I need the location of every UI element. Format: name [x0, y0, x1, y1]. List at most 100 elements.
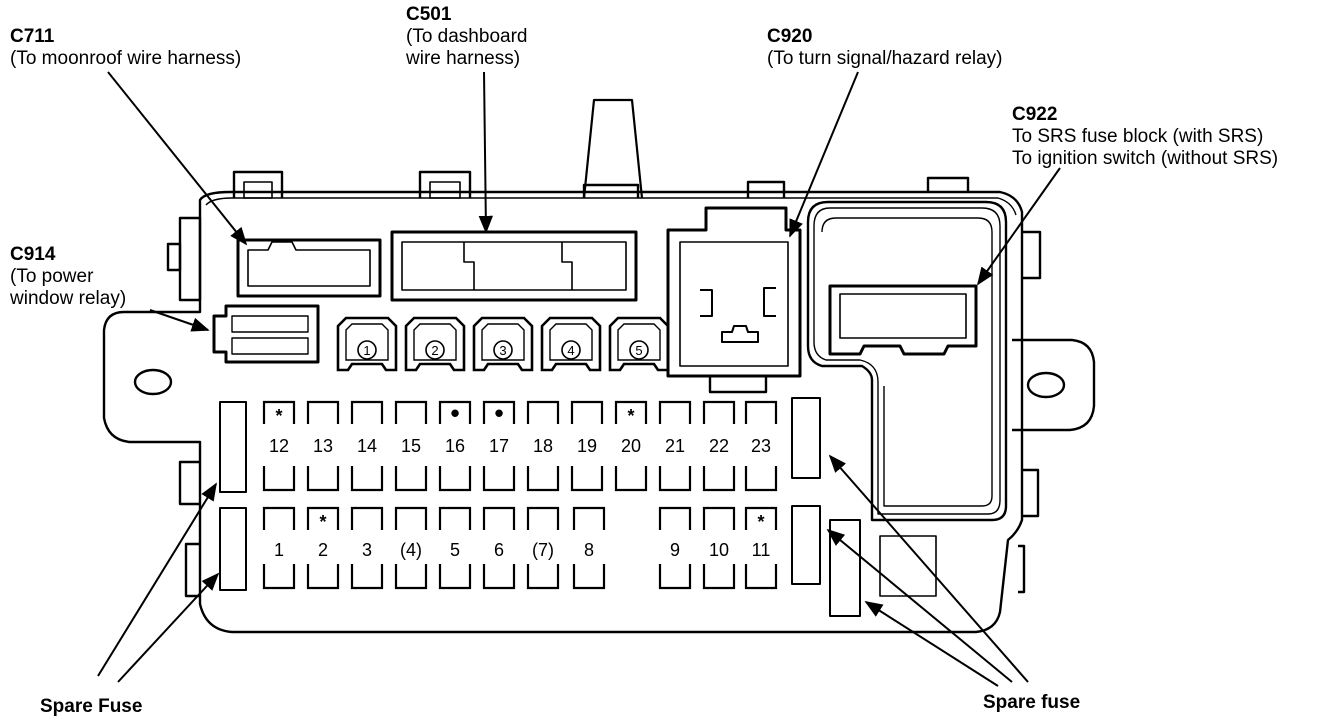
- fuse-slot: 13: [306, 400, 340, 492]
- right-mounting-ear: [1012, 338, 1096, 432]
- fuse-number: 23: [751, 436, 771, 456]
- connector-description: (To turn signal/hazard relay): [767, 48, 1003, 69]
- relay-number-circle: [425, 340, 445, 360]
- fuse-number: 13: [313, 436, 333, 456]
- fuse-slot: 17 •: [482, 398, 516, 492]
- fuse-number: 22: [709, 436, 729, 456]
- fuse-number: 8: [584, 540, 594, 560]
- leader-lines: [97, 71, 1061, 687]
- connector-description: To ignition switch (without SRS): [1012, 148, 1279, 169]
- relay-number-circle: [357, 340, 377, 360]
- fuse-number: 19: [577, 436, 597, 456]
- spare-fuse-slot: [791, 505, 821, 585]
- fuse-slot: 10: [702, 506, 736, 590]
- spare-fuse-slot: [791, 397, 821, 479]
- connector-code: C501: [406, 4, 452, 25]
- spare-fuse-slot: [219, 401, 247, 493]
- relay-socket: 3: [472, 316, 534, 372]
- spare-fuse-slot: [219, 507, 247, 591]
- fuse-slot: (7): [526, 506, 560, 590]
- dot-mark: •: [494, 398, 503, 428]
- fuse-number: 17: [489, 436, 509, 456]
- fuse-slot: 12 *: [262, 400, 296, 492]
- c922-compartment: [806, 200, 1008, 522]
- fuse-box-housing: [102, 190, 1024, 634]
- relay-number: 1: [363, 343, 370, 358]
- connector-code: C920: [767, 26, 813, 47]
- fuse-slot: 18: [526, 400, 560, 492]
- asterisk-mark: *: [275, 406, 282, 426]
- fuse-number: 2: [318, 540, 328, 560]
- relay-number-circle: [561, 340, 581, 360]
- spare-fuse-label-left: Spare Fuse: [40, 696, 143, 717]
- fuse-slot: 6: [482, 506, 516, 590]
- c920-relay-socket: [666, 206, 802, 378]
- fuse-number: (4): [400, 540, 422, 560]
- fuse-slot: 16 •: [438, 398, 472, 492]
- top-mounting-clip: [582, 98, 644, 199]
- callout-c922: C922 To SRS fuse block (with SRS) To ign…: [1012, 104, 1278, 170]
- fuse-number: 5: [450, 540, 460, 560]
- relay-socket: 4: [540, 316, 602, 372]
- connector-description: (To dashboard: [406, 26, 528, 47]
- fuse-slot: 11 *: [744, 506, 778, 590]
- connector-code: C922: [1012, 104, 1058, 125]
- c922-connector: [828, 284, 978, 356]
- callout-c920: C920 (To turn signal/hazard relay): [767, 26, 1003, 70]
- fuse-number: 20: [621, 436, 641, 456]
- fuse-number: (7): [532, 540, 554, 560]
- top-clip: [232, 170, 284, 198]
- relay-number: 5: [635, 343, 642, 358]
- asterisk-mark: *: [319, 512, 326, 532]
- fuse-slot: 20 *: [614, 400, 648, 492]
- fuse-slot: 15: [394, 400, 428, 492]
- fuse-number: 16: [445, 436, 465, 456]
- spare-fuse-slot: [829, 519, 861, 617]
- c711-connector: [236, 238, 382, 298]
- fuse-slot: 22: [702, 400, 736, 492]
- callout-c914: C914 (To power window relay): [10, 244, 126, 310]
- relay-socket: 1: [336, 316, 398, 372]
- callout-c501: C501 (To dashboard wire harness): [406, 4, 527, 70]
- relay-socket: 5: [608, 316, 670, 372]
- fuse-number: 3: [362, 540, 372, 560]
- callout-c711: C711 (To moonroof wire harness): [10, 26, 241, 70]
- fuse-slot: 3: [350, 506, 384, 590]
- relay-sockets: 1 2 3 4 5: [336, 316, 670, 372]
- fuse-number: 15: [401, 436, 421, 456]
- asterisk-mark: *: [757, 512, 764, 532]
- fuse-slot: 9: [658, 506, 692, 590]
- connector-code: C914: [10, 244, 56, 265]
- fuse-number: 11: [752, 540, 771, 560]
- fuse-number: 6: [494, 540, 504, 560]
- connector-code: C711: [10, 26, 55, 47]
- fuse-number: 21: [665, 436, 685, 456]
- connector-description: (To power: [10, 266, 94, 287]
- relay-number: 2: [431, 343, 438, 358]
- fuse-number: 10: [709, 540, 729, 560]
- dot-mark: •: [450, 398, 459, 428]
- fuse-slot: 19: [570, 400, 604, 492]
- fuse-number: 12: [269, 436, 289, 456]
- c501-connector: [390, 230, 638, 302]
- fuse-slot: 23: [744, 400, 778, 492]
- fuse-slot: 8: [572, 506, 606, 590]
- fuse-slot: 5: [438, 506, 472, 590]
- asterisk-mark: *: [627, 406, 634, 426]
- fuse-slot: 21: [658, 400, 692, 492]
- connector-description: (To moonroof wire harness): [10, 48, 242, 69]
- fuse-slot: 1: [262, 506, 296, 590]
- connector-description: window relay): [10, 288, 127, 309]
- fuse-slot: (4): [394, 506, 428, 590]
- fuse-number: 18: [533, 436, 553, 456]
- relay-number: 3: [499, 343, 506, 358]
- connector-description: wire harness): [406, 48, 521, 69]
- fuse-slot: 2*: [306, 506, 340, 590]
- fuse-slot: 14: [350, 400, 384, 492]
- relay-number-circle: [493, 340, 513, 360]
- spare-fuse-label-right: Spare fuse: [983, 692, 1081, 713]
- fuse-number: 9: [670, 540, 680, 560]
- relay-number-circle: [629, 340, 649, 360]
- c914-connector: [212, 304, 320, 364]
